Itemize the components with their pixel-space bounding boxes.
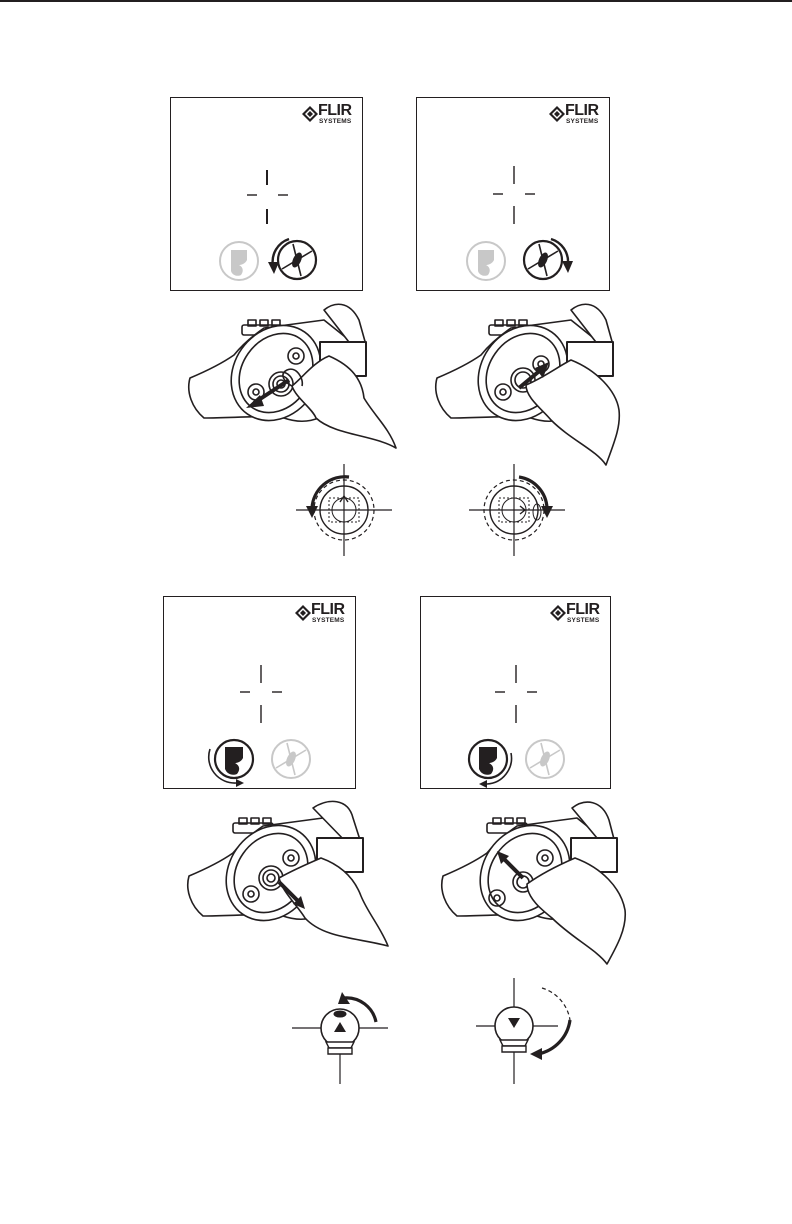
lens-rotation-diagram-ccw: [294, 462, 394, 558]
fingers-icon: [220, 242, 258, 280]
camera-hand-illustration-top-right: [431, 300, 631, 470]
display-panel-top-right: FLIR SYSTEMS: [416, 97, 610, 291]
lens-tilt-diagram-down: [466, 976, 578, 1086]
display-panel-bottom-right: FLIR SYSTEMS: [420, 596, 611, 789]
lens-ring-icon: [278, 241, 316, 279]
display-panel-top-left: FLIR SYSTEMS: [170, 97, 363, 291]
crosshair: [493, 166, 535, 224]
lens-ring-icon: [526, 740, 564, 778]
display-panel-bottom-left: FLIR SYSTEMS: [163, 596, 356, 789]
lens-ring-icon: [272, 740, 310, 778]
fingers-icon: [469, 740, 507, 778]
crosshair: [495, 665, 537, 723]
fingers-icon: [215, 740, 253, 778]
camera-hand-illustration-bottom-right: [437, 798, 637, 968]
lens-tilt-diagram-up: [290, 982, 390, 1086]
fingers-icon: [467, 242, 505, 280]
lens-rotation-diagram-cw: [467, 462, 567, 558]
crosshair: [240, 665, 282, 723]
camera-hand-illustration-top-left: [184, 300, 404, 450]
crosshair: [247, 170, 288, 224]
lens-ring-icon: [524, 241, 562, 279]
page-top-rule: [0, 0, 792, 2]
camera-hand-illustration-bottom-left: [183, 798, 393, 958]
